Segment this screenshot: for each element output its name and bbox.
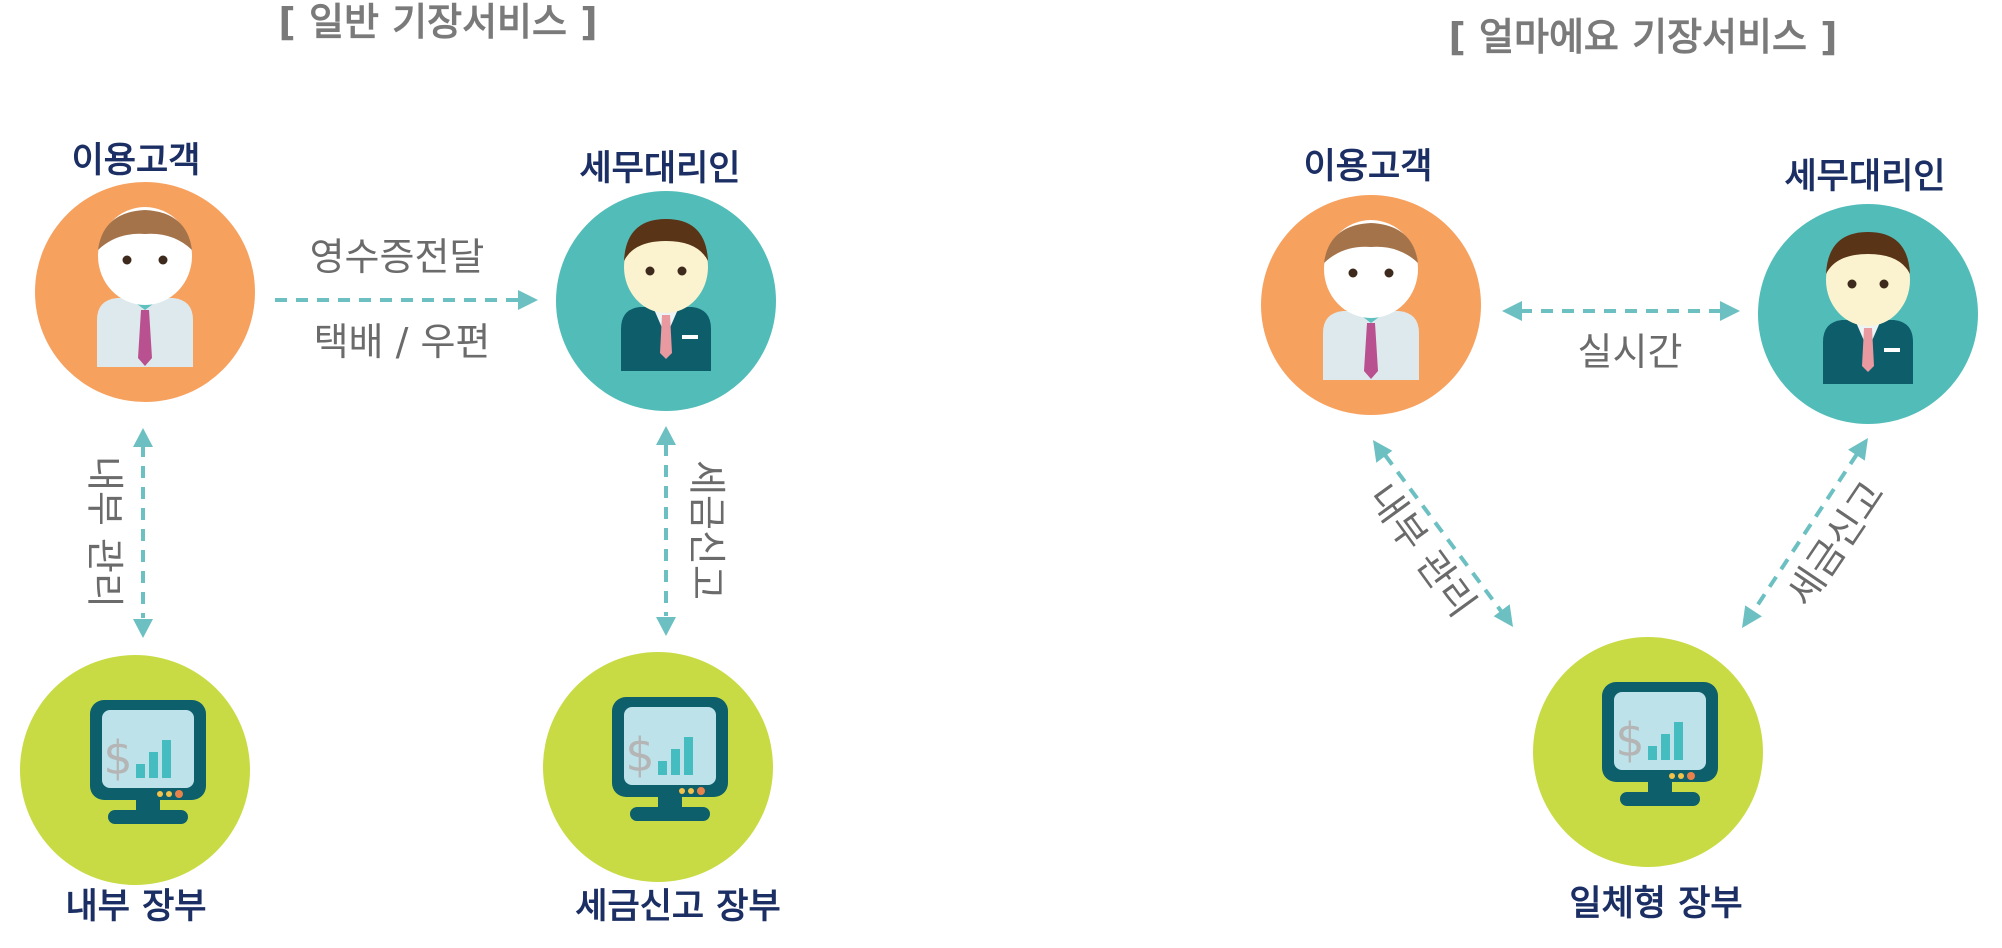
arrowhead-up: [133, 428, 153, 447]
node-tax-filing-ledger: 세금신고 장부: [543, 652, 781, 927]
node-customer-left: 이용고객: [35, 141, 255, 402]
edge-label-receipt-delivery: 영수증전달: [310, 235, 485, 279]
node-internal-ledger: 내부 장부: [20, 655, 250, 927]
arrowhead-left: [1502, 301, 1522, 321]
arrowhead-right: [518, 290, 538, 310]
node-label-tax-agent: 세무대리인: [1784, 157, 1945, 197]
edge-customer-integrated-ledger: 내부 관리: [1360, 440, 1513, 627]
node-tax-agent-right: 세무대리인: [1758, 157, 1978, 424]
person-icon: [1323, 220, 1419, 380]
left-panel-title: [ 일반 기장서비스 ]: [278, 0, 597, 44]
dashed-arrow-line: [1751, 452, 1859, 614]
node-tax-agent-left: 세무대리인: [556, 149, 776, 411]
edge-agent-tax-ledger: 세금신고: [656, 426, 729, 636]
node-customer-right: 이용고객: [1261, 147, 1481, 415]
node-label-integrated-ledger: 일체형 장부: [1569, 884, 1742, 924]
edge-label-real-time: 실시간: [1578, 330, 1683, 374]
node-label-customer: 이용고객: [72, 141, 201, 181]
arrowhead-down-left: [1742, 605, 1762, 628]
node-label-tax-agent: 세무대리인: [579, 149, 740, 189]
arrowhead-right: [1720, 301, 1740, 321]
arrowhead-up: [656, 426, 676, 445]
person-in-suit-icon: [621, 219, 711, 371]
edge-label-tax-filing: 세금신고: [685, 460, 729, 600]
arrowhead-down: [656, 617, 676, 636]
node-label-tax-filing-ledger: 세금신고 장부: [575, 887, 780, 927]
arrowhead-up-left: [1373, 440, 1393, 463]
edge-label-internal-management: 내부 관리: [1360, 476, 1485, 625]
node-label-internal-ledger: 내부 장부: [66, 887, 207, 927]
arrowhead-down: [133, 619, 153, 638]
edge-agent-integrated-ledger: 세금신고: [1742, 438, 1893, 628]
edge-label-internal-management: 내부 관리: [83, 456, 127, 608]
left-panel: [ 일반 기장서비스 ] 이용고객 세무대리인 내부 장부 세금신고 장부: [20, 0, 781, 927]
node-label-customer: 이용고객: [1304, 147, 1433, 187]
right-panel-title: [ 얼마에요 기장서비스 ]: [1448, 15, 1837, 59]
edge-customer-agent-realtime: 실시간: [1502, 301, 1740, 374]
person-in-suit-icon: [1823, 232, 1913, 384]
right-panel: [ 얼마에요 기장서비스 ] 이용고객 세무대리인 일체형 장부 실시간: [1261, 15, 1978, 924]
node-integrated-ledger: 일체형 장부: [1533, 637, 1763, 924]
edge-customer-to-agent: 영수증전달 택배 / 우편: [275, 235, 538, 364]
arrowhead-down-right: [1493, 604, 1513, 627]
edge-label-courier-mail: 택배 / 우편: [314, 320, 491, 364]
dashed-arrow-line: [1383, 453, 1503, 613]
arrowhead-up-right: [1848, 438, 1868, 461]
person-icon: [97, 207, 193, 367]
edge-customer-internal-ledger: 내부 관리: [83, 428, 153, 638]
